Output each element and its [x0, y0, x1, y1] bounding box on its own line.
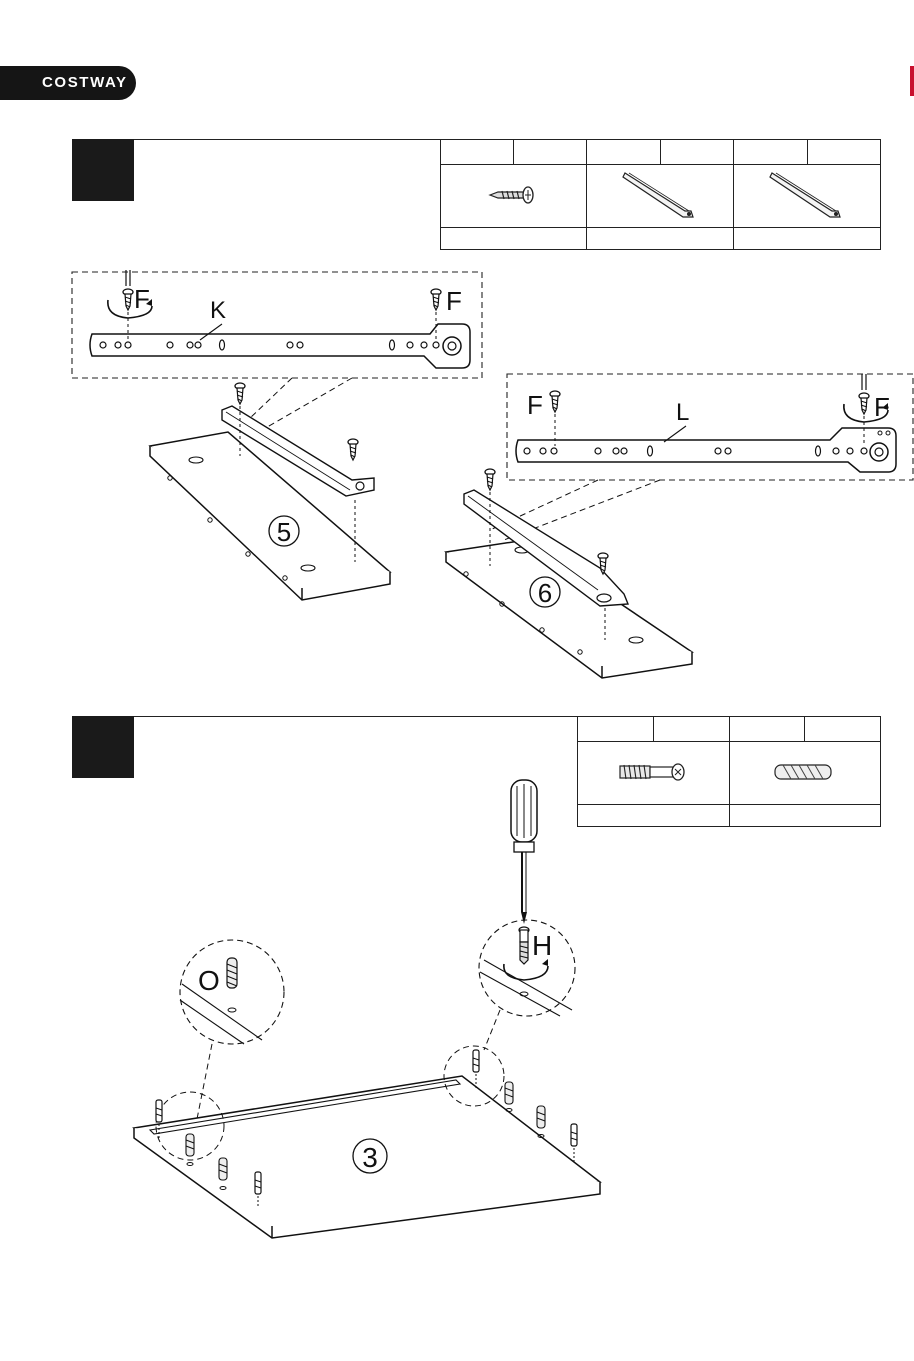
cam-bolt-icon [571, 1124, 577, 1162]
drawer-rail-k-detail [90, 324, 470, 368]
screwdriver-icon [511, 780, 537, 924]
board-number-5: 5 [277, 517, 291, 547]
cam-bolt-icon [519, 927, 529, 964]
board-number-6: 6 [538, 578, 552, 608]
part-label-h: H [532, 930, 552, 961]
detail-circle-dowel [180, 940, 284, 1044]
screw-icon [235, 383, 245, 404]
screw-icon [485, 469, 495, 490]
part-label-l: L [676, 399, 689, 426]
drawer-rail-l-detail [516, 428, 896, 472]
part-label-o: O [198, 965, 220, 996]
cam-bolt-icon [473, 1050, 479, 1088]
wood-dowel-icon [537, 1106, 545, 1138]
wood-dowel-icon [505, 1082, 513, 1112]
rotate-arrow-icon [504, 964, 548, 980]
board-number-3: 3 [362, 1142, 378, 1173]
part-label-k: K [210, 297, 226, 324]
wood-dowel-icon [227, 958, 237, 988]
part-label-f: F [527, 390, 543, 420]
part-label-f: F [134, 284, 150, 314]
screw-icon [550, 391, 560, 446]
screw-icon [348, 439, 358, 460]
screw-icon [123, 270, 133, 340]
part-label-f: F [874, 392, 890, 422]
part-label-f: F [446, 286, 462, 316]
